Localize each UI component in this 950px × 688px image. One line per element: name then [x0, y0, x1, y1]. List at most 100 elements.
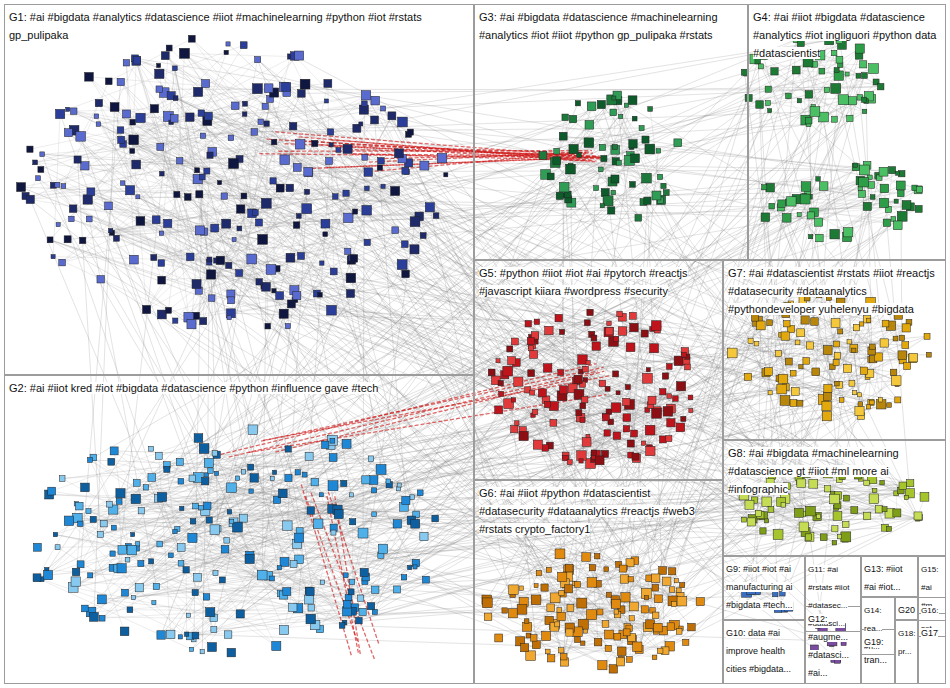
- network-link: [805, 320, 878, 357]
- network-link: [55, 535, 375, 590]
- network-link: [138, 114, 245, 197]
- network-link: [614, 98, 615, 150]
- network-link: [568, 100, 632, 199]
- network-link: [94, 617, 359, 621]
- network-link: [104, 472, 275, 523]
- network-link: [801, 311, 902, 361]
- network-link: [111, 231, 231, 294]
- network-link: [136, 499, 416, 563]
- network-link: [375, 567, 415, 612]
- network-link: [85, 166, 326, 224]
- network-link: [192, 481, 800, 538]
- network-link: [755, 59, 809, 94]
- network-link: [846, 498, 917, 519]
- network-link: [183, 53, 290, 56]
- network-link: [819, 173, 898, 222]
- network-link: [183, 53, 338, 149]
- network-link: [112, 173, 309, 233]
- network-link: [545, 509, 879, 587]
- network-link: [634, 328, 657, 414]
- network-link: [21, 164, 136, 187]
- network-link: [772, 476, 897, 513]
- network-link: [763, 55, 835, 323]
- network-link: [561, 593, 663, 631]
- network-link: [294, 134, 408, 290]
- network-link: [30, 106, 235, 149]
- network-link: [126, 63, 146, 310]
- network-link: [73, 514, 416, 587]
- network-link: [524, 357, 688, 436]
- network-link: [613, 627, 691, 669]
- network-link: [513, 334, 644, 400]
- network-link: [346, 193, 415, 222]
- network-link: [231, 56, 290, 313]
- network-link: [569, 118, 850, 568]
- network-link: [813, 53, 865, 111]
- network-link: [136, 499, 269, 576]
- network-link: [824, 486, 903, 538]
- network-link: [201, 45, 243, 113]
- network-link: [181, 481, 320, 629]
- network-link: [68, 109, 298, 167]
- network-link: [686, 511, 811, 642]
- network-link: [42, 154, 643, 202]
- network-link: [83, 240, 199, 438]
- network-link: [52, 491, 300, 531]
- network-link: [215, 482, 315, 530]
- network-link: [88, 511, 177, 529]
- network-link: [561, 643, 582, 650]
- network-link: [99, 103, 136, 164]
- network-link: [164, 93, 348, 252]
- network-link: [160, 544, 351, 592]
- network-link: [801, 43, 897, 384]
- network-link: [770, 165, 855, 188]
- network-link: [613, 601, 673, 669]
- network-link: [141, 87, 881, 118]
- network-link: [566, 585, 614, 669]
- network-link: [827, 322, 909, 416]
- network-link: [134, 140, 609, 332]
- network-link: [169, 48, 175, 98]
- network-link: [383, 549, 416, 563]
- network-link: [68, 133, 605, 624]
- network-link: [55, 493, 120, 534]
- network-link: [196, 213, 255, 316]
- network-link: [505, 583, 565, 610]
- network-link: [171, 96, 896, 381]
- network-link: [38, 178, 154, 257]
- network-link: [42, 456, 159, 579]
- network-link: [586, 631, 621, 662]
- network-link: [626, 105, 791, 201]
- network-link: [177, 194, 637, 646]
- network-link: [265, 106, 414, 249]
- network-link: [499, 410, 594, 453]
- network-link: [301, 87, 880, 94]
- network-link: [98, 124, 273, 181]
- network-link: [571, 166, 661, 201]
- network-link: [37, 469, 167, 577]
- network-link: [538, 318, 559, 444]
- network-link: [598, 584, 672, 590]
- network-link: [184, 53, 615, 161]
- network-link: [175, 68, 402, 158]
- network-link: [534, 638, 665, 651]
- network-link: [154, 206, 772, 257]
- network-link: [225, 549, 281, 593]
- network-link: [563, 136, 656, 195]
- network-link: [96, 116, 304, 474]
- network-link: [672, 112, 815, 590]
- network-link: [167, 465, 399, 485]
- network-link: [814, 188, 915, 212]
- network-link: [355, 563, 416, 608]
- network-link: [232, 488, 364, 533]
- network-link: [732, 335, 781, 353]
- network-link: [366, 480, 416, 563]
- network-link: [147, 186, 383, 309]
- network-link: [732, 353, 836, 363]
- network-link: [808, 475, 897, 513]
- network-link: [488, 330, 657, 617]
- network-link: [328, 83, 329, 161]
- network-link: [555, 163, 799, 513]
- network-link: [602, 147, 646, 178]
- network-link: [848, 188, 884, 232]
